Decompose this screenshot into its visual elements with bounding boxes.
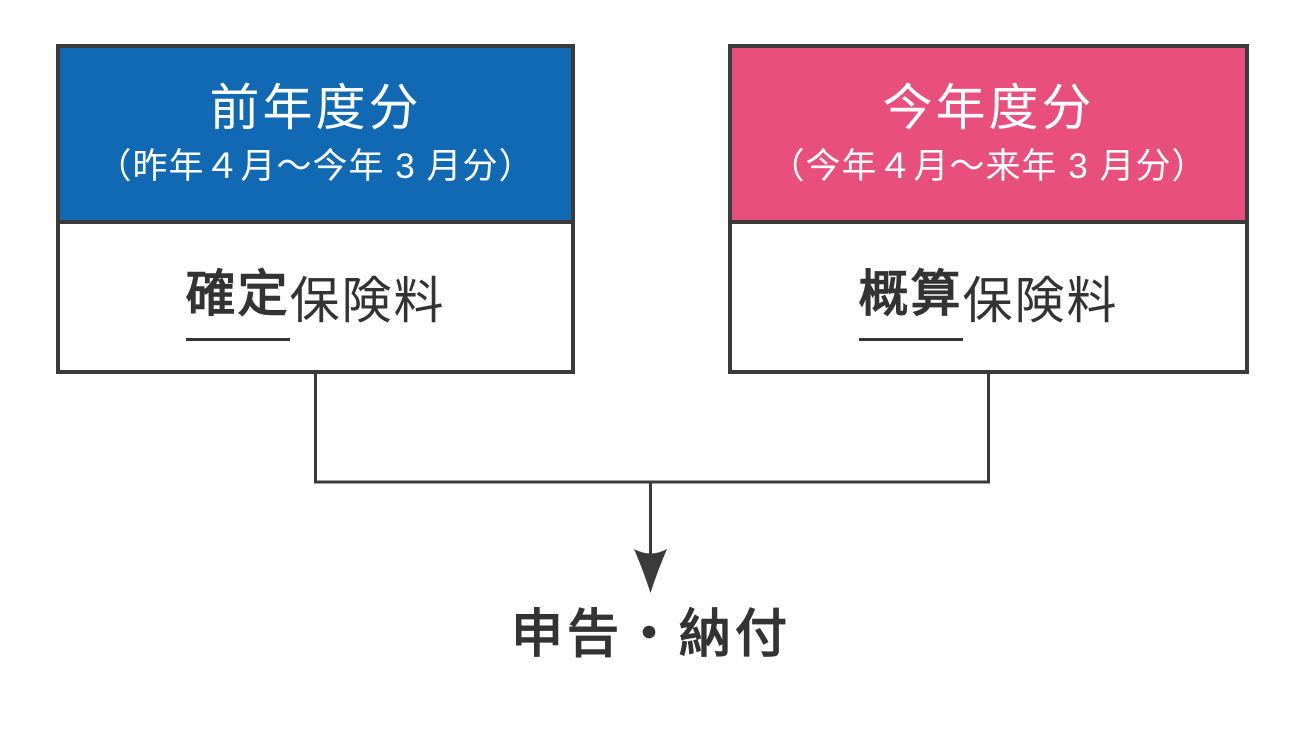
- current-year-title: 今年度分: [882, 80, 1095, 136]
- estimated-premium-emphasis: 概算: [858, 254, 963, 341]
- previous-year-header: 前年度分 （昨年４月〜今年 3 月分）: [60, 48, 571, 224]
- current-year-box: 今年度分 （今年４月〜来年 3 月分） 概算保険料: [728, 44, 1249, 374]
- estimated-premium-rest: 保険料: [962, 273, 1119, 329]
- previous-year-title: 前年度分: [209, 80, 422, 136]
- confirmed-premium-emphasis: 確定: [185, 254, 290, 341]
- previous-year-box: 前年度分 （昨年４月〜今年 3 月分） 確定保険料: [56, 44, 575, 374]
- result-label: 申告・納付: [510, 606, 791, 664]
- current-year-header: 今年度分 （今年４月〜来年 3 月分）: [732, 48, 1245, 224]
- current-year-subtitle: （今年４月〜来年 3 月分）: [769, 147, 1208, 186]
- previous-year-subtitle: （昨年４月〜今年 3 月分）: [96, 147, 535, 186]
- current-year-body: 概算保険料: [732, 224, 1245, 370]
- arrow-down-icon: [634, 549, 667, 593]
- confirmed-premium-rest: 保険料: [289, 273, 446, 329]
- previous-year-body: 確定保険料: [60, 224, 571, 370]
